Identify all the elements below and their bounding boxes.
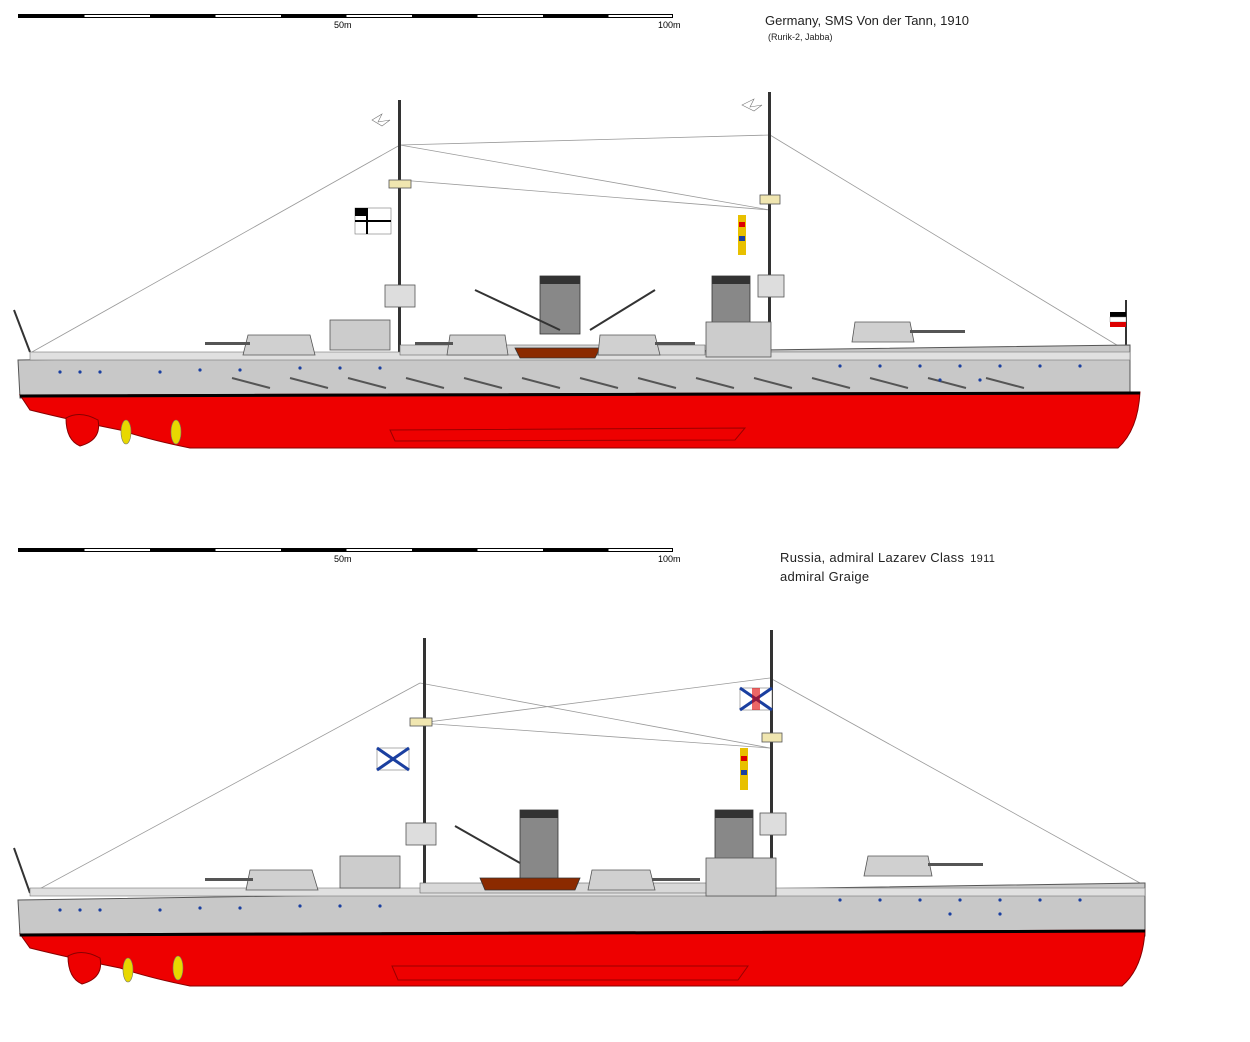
turret-c bbox=[587, 869, 700, 891]
jackstaff bbox=[13, 309, 31, 353]
ship-subtitle: (Rurik-2, Jabba) bbox=[768, 32, 833, 42]
portholes bbox=[58, 364, 1082, 382]
st-andrew-ensign-flag bbox=[376, 746, 410, 772]
aft-superstructure bbox=[705, 857, 777, 897]
propeller-icon bbox=[120, 419, 182, 445]
ships-boat bbox=[479, 877, 581, 891]
ship-year: 1911 bbox=[970, 553, 996, 565]
fore-bridge bbox=[339, 855, 401, 889]
rigging-lines bbox=[31, 677, 1141, 894]
turret-a bbox=[205, 869, 319, 891]
scale-label-50m: 50m bbox=[334, 554, 352, 564]
boat-crane bbox=[454, 825, 521, 864]
portholes bbox=[58, 898, 1082, 916]
boot-topping bbox=[19, 929, 1146, 937]
propeller-icon bbox=[122, 955, 184, 983]
hull-underwater bbox=[19, 929, 1146, 987]
boot-topping bbox=[19, 391, 1141, 398]
jack-flag bbox=[739, 686, 773, 712]
ship-title: Russia, admiral Lazarev Class 1911 bbox=[780, 550, 995, 565]
scale-bar: 50m 100m bbox=[18, 548, 681, 568]
aft-superstructure bbox=[705, 321, 772, 358]
turret-a bbox=[205, 334, 316, 356]
scale-bar: 50m 100m bbox=[18, 14, 681, 34]
ships-boat bbox=[514, 347, 601, 359]
scale-bar-graduations bbox=[18, 14, 673, 18]
hull-underwater bbox=[19, 391, 1141, 449]
rudder bbox=[65, 414, 100, 447]
turret-c bbox=[597, 334, 695, 356]
turret-d bbox=[863, 855, 983, 877]
armor-belt-strakes bbox=[231, 377, 1025, 389]
bilge-keel bbox=[391, 965, 749, 981]
scale-label-50m: 50m bbox=[334, 20, 352, 30]
ship-subtitle: admiral Graige bbox=[780, 569, 870, 584]
ship-panel-admiral-lazarev: 50m 100m Russia, admiral Lazarev Class 19… bbox=[0, 538, 1250, 1038]
turret-d bbox=[851, 321, 965, 343]
scale-label-100m: 100m bbox=[658, 554, 681, 564]
mainmast bbox=[740, 630, 787, 888]
fore-bridge bbox=[329, 319, 391, 351]
jackstaff bbox=[13, 847, 31, 894]
fore-funnel bbox=[519, 809, 559, 881]
ship-profile-von-der-tann bbox=[13, 92, 1141, 449]
rudder bbox=[67, 952, 102, 985]
ship-panel-von-der-tann: 50m 100m Germany, SMS Von der Tann, 1910… bbox=[0, 0, 1250, 470]
turret-b bbox=[415, 334, 509, 356]
bilge-keel bbox=[389, 427, 747, 442]
boat-cranes bbox=[474, 289, 656, 331]
imperial-war-ensign-flag bbox=[354, 207, 392, 235]
rigging-lines bbox=[31, 134, 1126, 353]
foremast bbox=[371, 100, 416, 355]
mainmast bbox=[738, 92, 785, 347]
fore-funnel bbox=[539, 275, 581, 335]
ship-profile-admiral-lazarev bbox=[13, 630, 1146, 987]
scale-bar-graduations bbox=[18, 548, 673, 552]
ship-class-name: Russia, admiral Lazarev Class bbox=[780, 550, 965, 565]
stern-ensign-flag bbox=[1109, 300, 1127, 355]
scale-label-100m: 100m bbox=[658, 20, 681, 30]
foremast bbox=[405, 638, 437, 896]
ship-title: Germany, SMS Von der Tann, 1910 bbox=[765, 13, 970, 28]
